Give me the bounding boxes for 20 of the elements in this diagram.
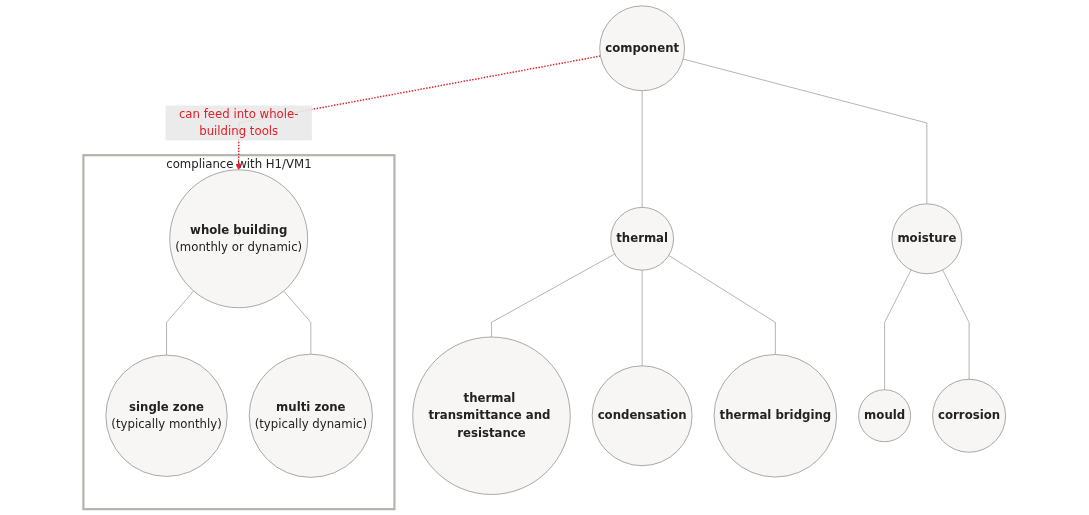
node-circle: mould [858,389,911,443]
node-circle: condensation [591,365,693,467]
node-circle: moisture [891,203,963,275]
connector [668,255,776,355]
node-circle: thermal transmittance and resistance [412,336,571,495]
node-circle: thermal [610,207,674,271]
connector [166,290,194,356]
connector [283,290,312,355]
node-circle: corrosion [932,378,1006,453]
edge-label: can feed into whole-building tools [178,106,299,139]
node-circle: multi zone (typically dynamic) [248,353,373,478]
connector [884,269,912,391]
connector [491,253,616,338]
node-circle: thermal bridging [713,354,838,478]
connector [942,269,970,380]
node-circle: component [599,5,685,92]
connector [641,90,643,208]
node-circle: single zone (typically monthly) [105,354,228,477]
connector [641,269,643,367]
connector [682,58,928,205]
